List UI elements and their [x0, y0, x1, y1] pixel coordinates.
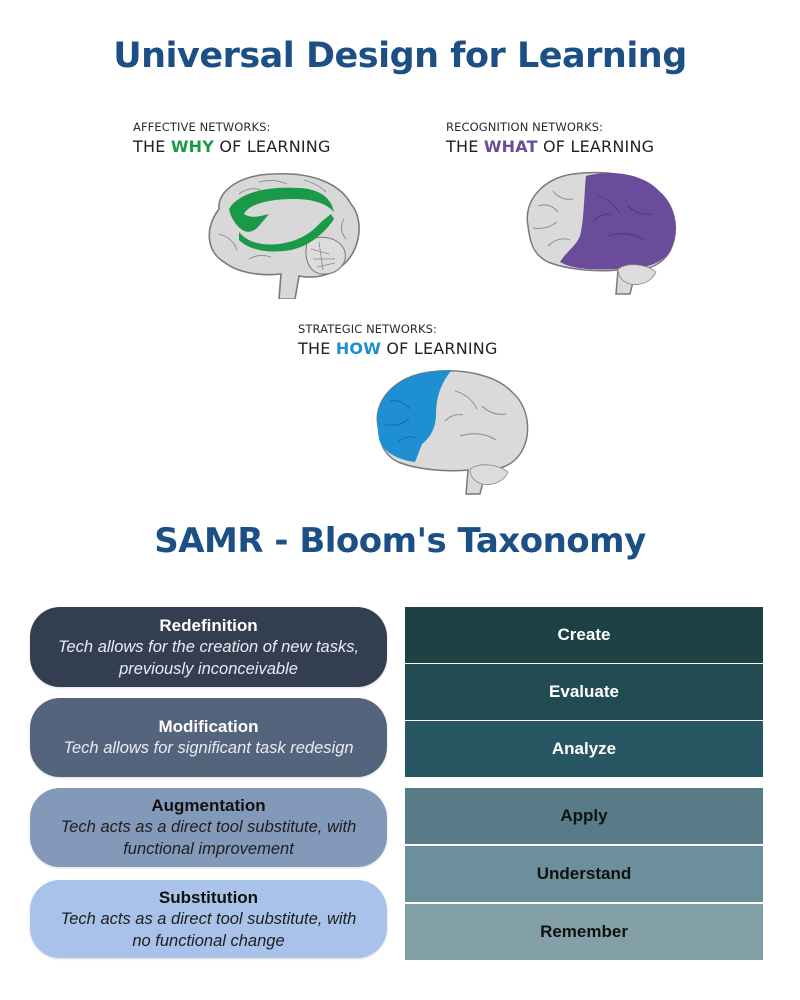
samr-level-name: Redefinition — [159, 615, 258, 635]
samr-redefinition: Redefinition Tech allows for the creatio… — [30, 607, 387, 687]
samr-level-description: Tech acts as a direct tool substitute, w… — [60, 909, 357, 950]
bloom-analyze: Analyze — [405, 721, 763, 777]
bloom-remember: Remember — [405, 904, 763, 960]
samr-modification: Modification Tech allows for significant… — [30, 698, 387, 777]
samr-title: SAMR - Bloom's Taxonomy — [154, 521, 646, 561]
samr-substitution: Substitution Tech acts as a direct tool … — [30, 880, 387, 958]
bloom-understand: Understand — [405, 846, 763, 902]
samr-level-description: Tech allows for the creation of new task… — [57, 637, 360, 678]
network-kicker: STRATEGIC NETWORKS: — [298, 322, 438, 336]
bloom-evaluate: Evaluate — [405, 664, 763, 720]
udl-title: Universal Design for Learning — [113, 36, 687, 76]
network-kicker: RECOGNITION NETWORKS: — [446, 120, 604, 134]
bloom-create: Create — [405, 607, 763, 663]
samr-level-description: Tech acts as a direct tool substitute, w… — [60, 818, 357, 858]
samr-level-name: Augmentation — [151, 796, 266, 815]
samr-augmentation: Augmentation Tech acts as a direct tool … — [30, 788, 387, 867]
samr-level-name: Substitution — [158, 887, 259, 907]
bloom-apply: Apply — [405, 788, 763, 844]
network-heading: THE WHAT OF LEARNING — [446, 137, 655, 156]
brain-limbic-icon — [208, 172, 360, 299]
network-highlight: WHAT — [483, 137, 538, 156]
network-kicker: AFFECTIVE NETWORKS: — [133, 120, 271, 134]
network-highlight: HOW — [335, 339, 382, 358]
affective-network: AFFECTIVE NETWORKS: THE WHY OF LEARNING — [133, 120, 393, 310]
network-heading: THE WHY OF LEARNING — [133, 137, 331, 156]
samr-level-description: Tech allows for significant task redesig… — [63, 739, 354, 757]
recognition-network: RECOGNITION NETWORKS: THE WHAT OF LEARNI… — [446, 120, 706, 310]
samr-level-name: Modification — [158, 717, 259, 736]
brain-frontal-icon — [376, 370, 529, 495]
brain-posterior-icon — [526, 171, 677, 295]
strategic-network: STRATEGIC NETWORKS: THE HOW OF LEARNING — [298, 322, 558, 512]
network-heading: THE HOW OF LEARNING — [298, 339, 498, 358]
network-highlight: WHY — [170, 137, 215, 156]
